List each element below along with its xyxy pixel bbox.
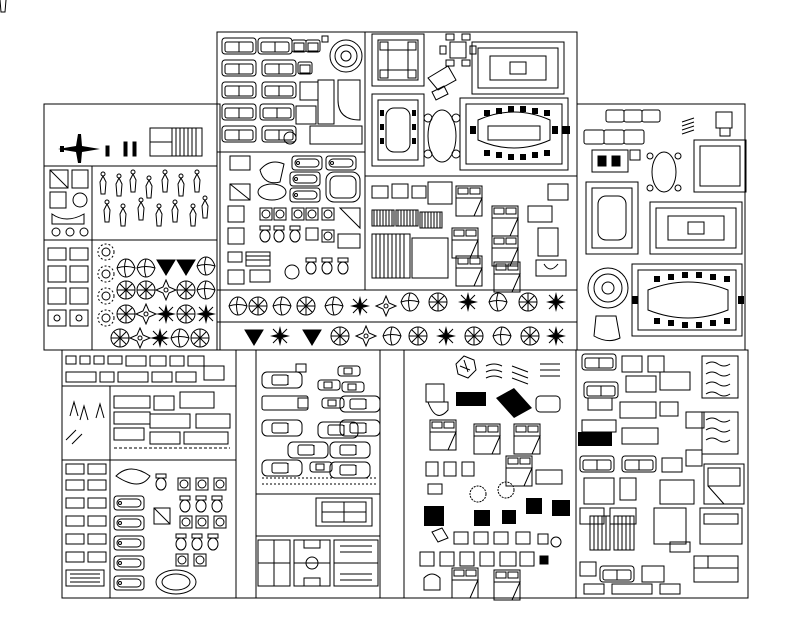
car-icon xyxy=(261,371,303,389)
bathroom-fixtures-left xyxy=(47,169,89,327)
round-table-icon xyxy=(439,33,477,67)
transport-symbols xyxy=(58,127,203,163)
tree-icons-strip xyxy=(228,291,567,347)
tree-icons-left-panel xyxy=(97,243,217,349)
vehicles xyxy=(257,363,381,587)
airplane-icon xyxy=(58,134,100,163)
basketball-court-icon xyxy=(293,539,331,587)
people-figures xyxy=(0,0,209,227)
bedroom-furniture xyxy=(371,181,569,293)
bench-icon xyxy=(105,141,137,157)
kitchen-and-bath-blocks xyxy=(65,355,231,595)
bathroom-fixtures xyxy=(227,155,361,285)
bedroom-and-tables xyxy=(419,355,612,601)
truck-icon xyxy=(261,395,309,411)
living-room-sets xyxy=(579,353,745,595)
sofa-seating-block xyxy=(221,35,363,145)
conference-tables xyxy=(371,33,570,171)
meeting-table-icon xyxy=(459,97,570,171)
stair-icon xyxy=(149,127,203,157)
tennis-court-icon xyxy=(315,497,373,527)
sheet-frames xyxy=(43,31,749,599)
conference-panel-right xyxy=(583,109,747,342)
hatch-icon xyxy=(681,117,695,135)
